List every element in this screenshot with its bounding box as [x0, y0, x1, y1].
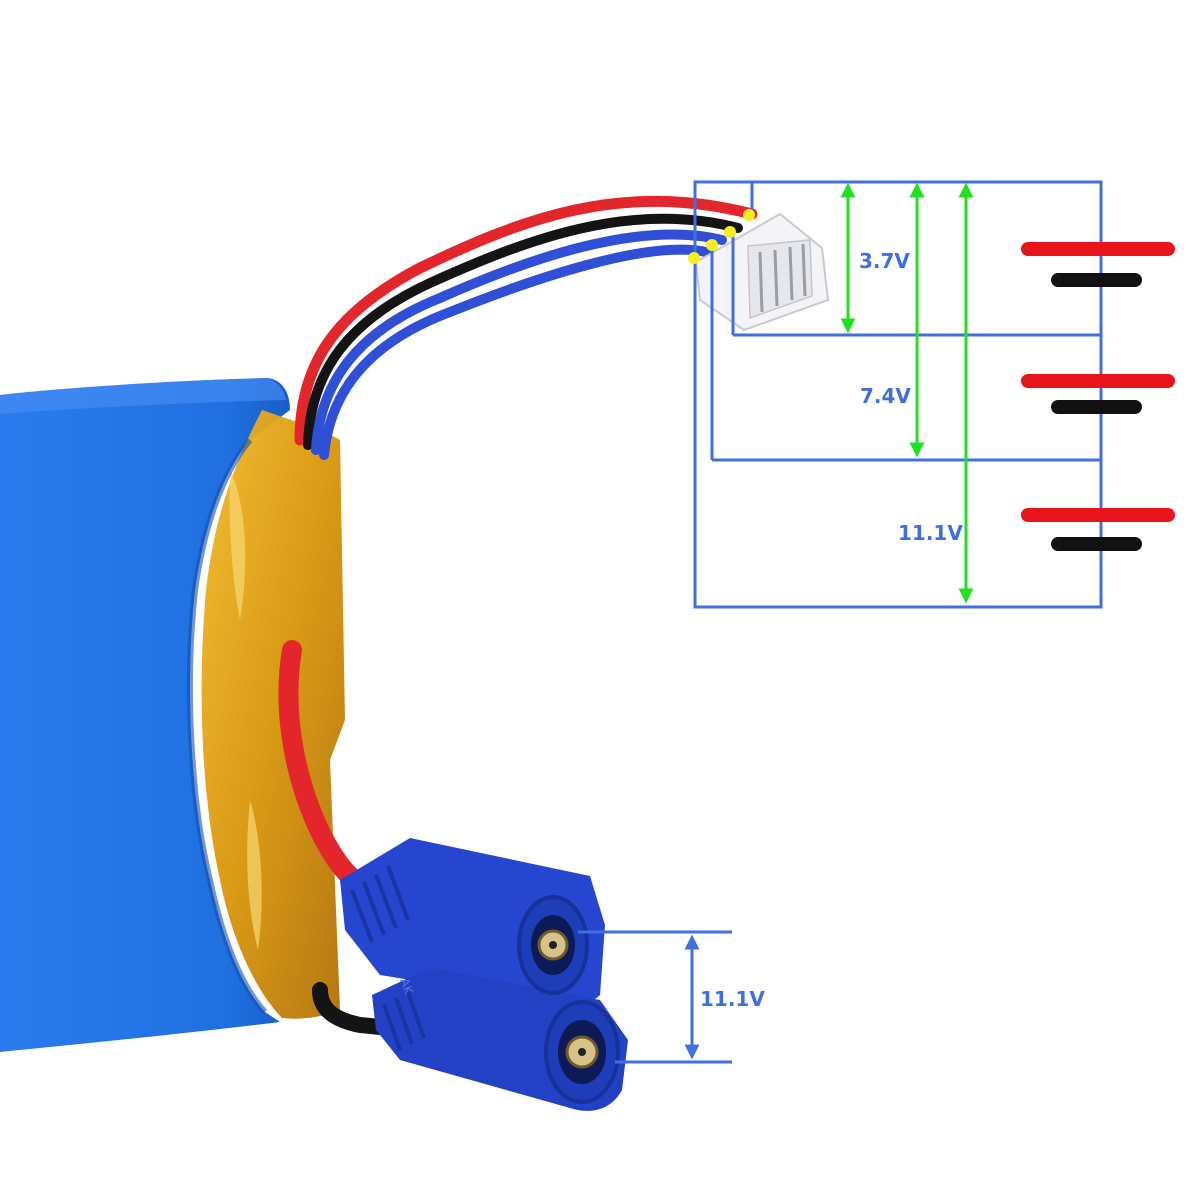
tap-points: [688, 209, 755, 264]
wire-black-balance: [303, 213, 743, 450]
connector-mold-text: AK: [397, 976, 416, 997]
cell-2: [1021, 374, 1175, 414]
battery-pack: [0, 378, 345, 1052]
cell-3: [1021, 508, 1175, 551]
connector-grip-ribs: [350, 865, 426, 1051]
label-3v7: 3.7V: [859, 249, 910, 273]
cell-1: [1021, 242, 1175, 287]
pack-edge-shadow: [187, 438, 268, 1015]
wire-blue-balance-2: [319, 244, 711, 460]
tap-point-4: [688, 252, 700, 264]
pack-top-highlight: [0, 378, 286, 414]
tap-point-2: [724, 226, 736, 238]
voltage-arrows: [840, 182, 974, 604]
connector-annotation: [578, 930, 732, 1064]
wire-red-balance: [294, 195, 758, 446]
wire-black-main: [312, 982, 398, 1036]
wire-blue-balance-1: [311, 229, 727, 455]
balance-plug: [694, 212, 830, 332]
pack-shrink-wrap: [0, 378, 290, 1052]
tap-point-1: [743, 209, 755, 221]
kapton-glare: [229, 470, 262, 950]
voltage-labels: 3.7V 7.4V 11.1V: [859, 249, 963, 545]
cell-symbols: [1021, 242, 1175, 551]
tap-point-3: [706, 239, 718, 251]
main-connector: AK: [340, 838, 628, 1111]
label-11v1-pack: 11.1V: [898, 521, 963, 545]
balance-lead: [294, 195, 758, 460]
label-7v4: 7.4V: [860, 384, 911, 408]
label-11v1-connector: 11.1V: [700, 987, 765, 1011]
